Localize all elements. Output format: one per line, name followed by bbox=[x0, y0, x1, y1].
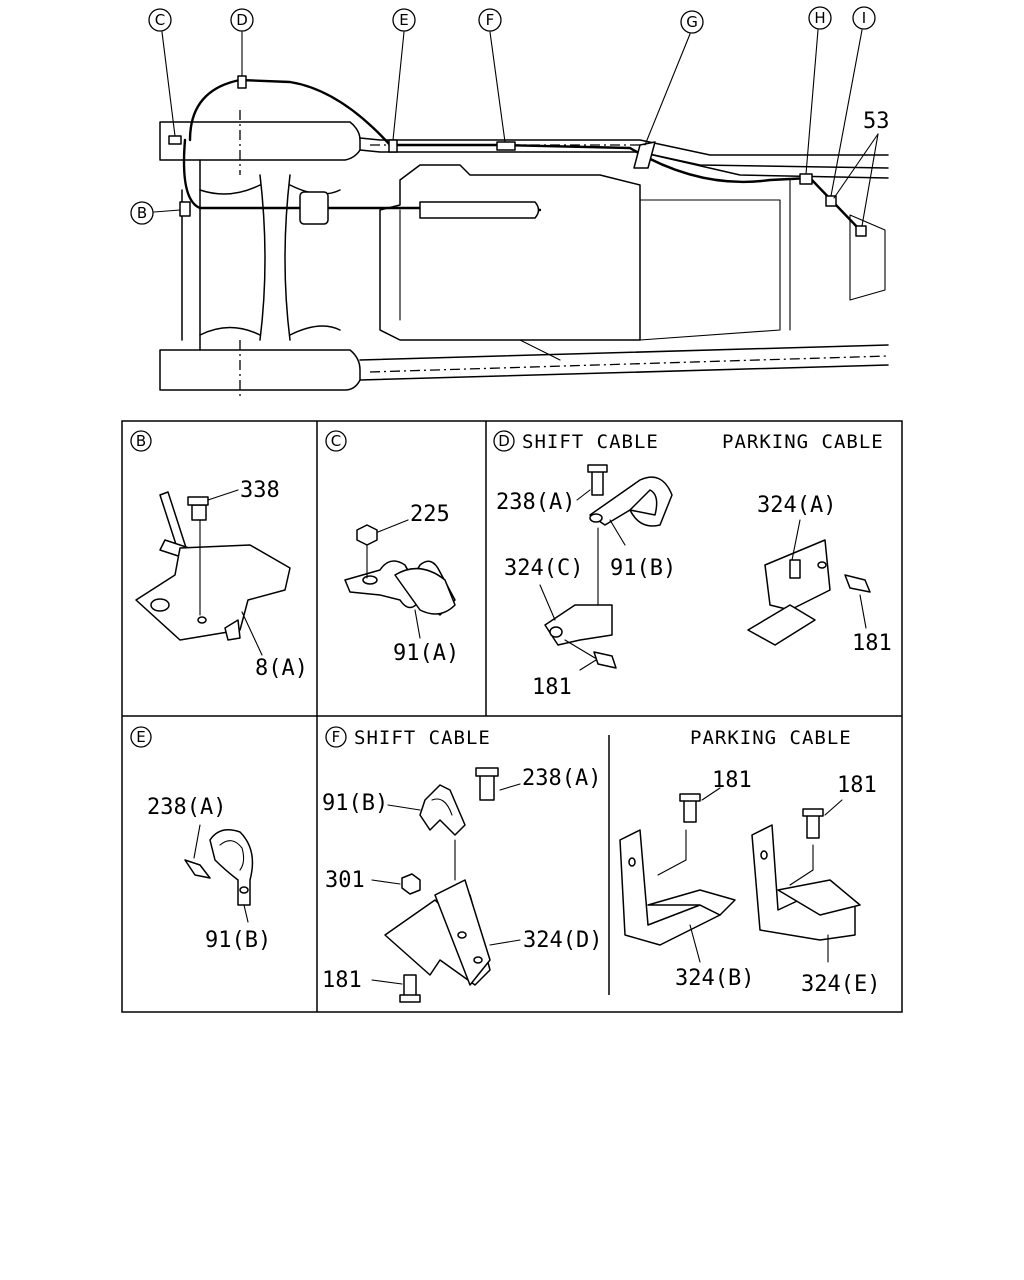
svg-text:53: 53 bbox=[863, 109, 890, 134]
callout-h: H bbox=[805, 6, 832, 175]
svg-text:324(D): 324(D) bbox=[523, 928, 602, 953]
svg-text:C: C bbox=[331, 432, 341, 450]
svg-text:SHIFT CABLE: SHIFT CABLE bbox=[354, 727, 491, 749]
svg-text:324(E): 324(E) bbox=[801, 972, 880, 997]
svg-text:225: 225 bbox=[410, 502, 450, 527]
svg-text:91(B): 91(B) bbox=[610, 556, 676, 581]
svg-text:324(B): 324(B) bbox=[675, 966, 754, 991]
svg-text:8(A): 8(A) bbox=[255, 656, 308, 681]
svg-text:338: 338 bbox=[240, 478, 280, 503]
svg-text:C: C bbox=[155, 11, 165, 29]
detail-grid bbox=[121, 420, 903, 1013]
callout-d: D bbox=[230, 8, 254, 77]
svg-text:324(A): 324(A) bbox=[757, 493, 836, 518]
svg-text:I: I bbox=[862, 9, 866, 27]
svg-text:181: 181 bbox=[322, 968, 362, 993]
callout-f: F bbox=[478, 8, 506, 143]
svg-text:181: 181 bbox=[837, 773, 877, 798]
callout-e: E bbox=[392, 8, 416, 141]
svg-text:301: 301 bbox=[325, 868, 365, 893]
panel-c: C 225 91(A) bbox=[325, 430, 459, 666]
svg-text:238(A): 238(A) bbox=[147, 795, 226, 820]
callout-b: B bbox=[130, 201, 181, 225]
svg-text:H: H bbox=[814, 9, 825, 27]
svg-text:PARKING CABLE: PARKING CABLE bbox=[690, 727, 852, 749]
svg-text:91(A): 91(A) bbox=[393, 641, 459, 666]
panel-d: D SHIFT CABLE PARKING CABLE 238(A) 91(B)… bbox=[493, 430, 892, 700]
panel-e: E 238(A) 91(B) bbox=[130, 726, 271, 953]
svg-text:F: F bbox=[332, 728, 341, 746]
svg-text:E: E bbox=[136, 728, 145, 746]
panel-f: F SHIFT CABLE PARKING CABLE 238(A) 91(B)… bbox=[322, 726, 880, 1003]
svg-text:D: D bbox=[236, 11, 248, 29]
callout-g: G bbox=[644, 10, 704, 146]
svg-text:G: G bbox=[686, 13, 698, 31]
svg-text:SHIFT CABLE: SHIFT CABLE bbox=[522, 431, 659, 453]
svg-text:F: F bbox=[486, 11, 495, 29]
svg-text:91(B): 91(B) bbox=[322, 791, 388, 816]
part-label-53: 53 bbox=[833, 109, 890, 227]
panel-b: B 338 8(A) bbox=[130, 430, 308, 681]
callout-i: I bbox=[830, 6, 876, 197]
svg-text:238(A): 238(A) bbox=[496, 490, 575, 515]
svg-text:PARKING CABLE: PARKING CABLE bbox=[722, 431, 884, 453]
svg-text:B: B bbox=[137, 204, 147, 222]
svg-text:E: E bbox=[399, 11, 408, 29]
svg-text:181: 181 bbox=[852, 631, 892, 656]
svg-text:324(C): 324(C) bbox=[504, 556, 583, 581]
svg-text:181: 181 bbox=[532, 675, 572, 700]
svg-text:238(A): 238(A) bbox=[522, 766, 601, 791]
svg-text:D: D bbox=[498, 432, 510, 450]
chassis-overview bbox=[159, 75, 889, 400]
callout-c: C bbox=[148, 8, 176, 137]
svg-text:B: B bbox=[136, 432, 146, 450]
svg-text:181: 181 bbox=[712, 768, 752, 793]
svg-text:91(B): 91(B) bbox=[205, 928, 271, 953]
